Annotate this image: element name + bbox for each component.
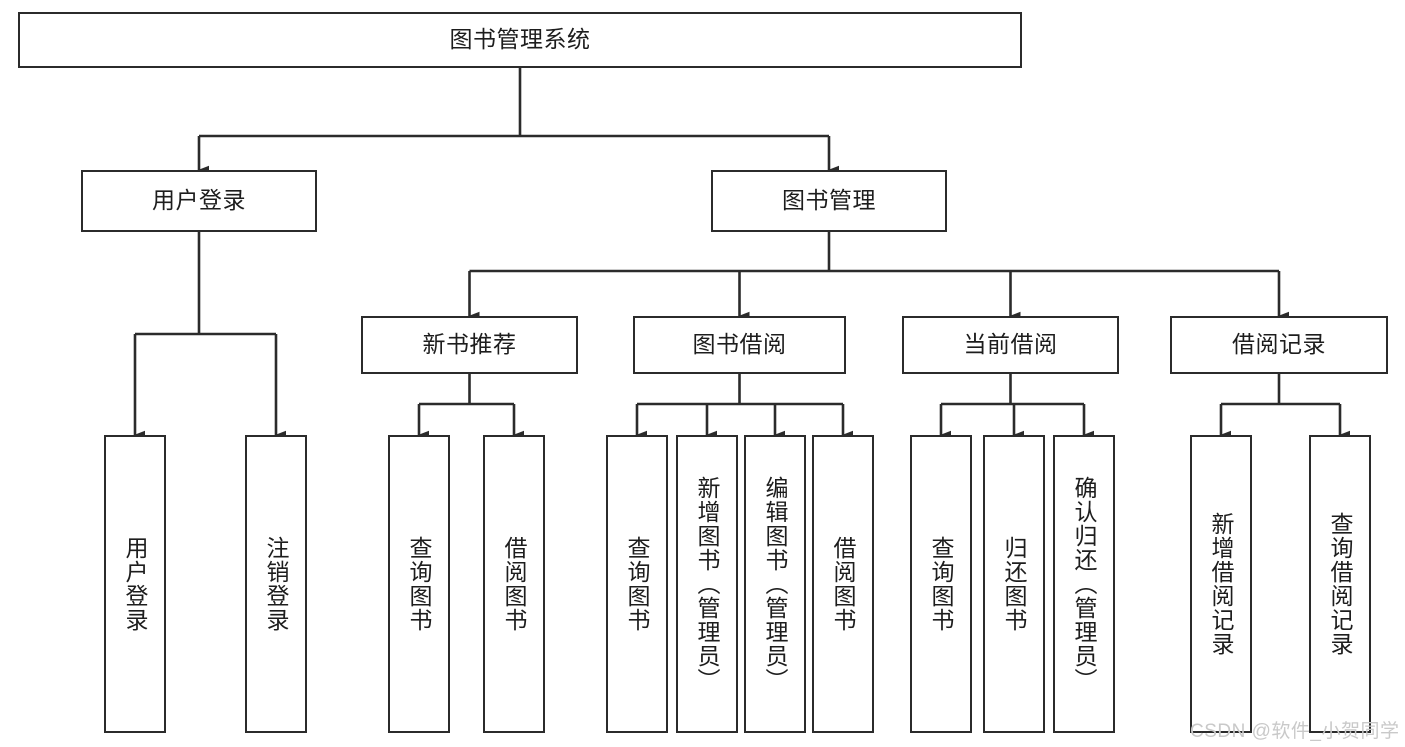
- node-leaf-edit-book[interactable]: 编辑图书（管理员）: [744, 435, 806, 733]
- node-label-book-manage: 图书管理: [782, 187, 876, 214]
- node-label-user-login: 用户登录: [152, 187, 246, 214]
- node-label-leaf-query-record: 查询借阅记录: [1327, 512, 1354, 656]
- node-user-login[interactable]: 用户登录: [81, 170, 317, 232]
- node-leaf-confirm-return[interactable]: 确认归还（管理员）: [1053, 435, 1115, 733]
- node-borrow-record[interactable]: 借阅记录: [1170, 316, 1388, 374]
- node-label-new-book-rec: 新书推荐: [422, 331, 517, 358]
- node-label-book-borrow: 图书借阅: [692, 331, 787, 358]
- node-root[interactable]: 图书管理系统: [18, 12, 1022, 68]
- node-label-leaf-query-book-1: 查询图书: [406, 536, 433, 632]
- node-leaf-borrow-book-2[interactable]: 借阅图书: [812, 435, 874, 733]
- node-leaf-query-book-2[interactable]: 查询图书: [606, 435, 668, 733]
- node-leaf-user-logout[interactable]: 注销登录: [245, 435, 307, 733]
- node-book-manage[interactable]: 图书管理: [711, 170, 947, 232]
- node-leaf-borrow-book-1[interactable]: 借阅图书: [483, 435, 545, 733]
- node-label-leaf-query-book-3: 查询图书: [928, 536, 955, 632]
- node-label-leaf-user-logout: 注销登录: [263, 536, 290, 632]
- node-leaf-add-record[interactable]: 新增借阅记录: [1190, 435, 1252, 733]
- node-label-leaf-add-record: 新增借阅记录: [1208, 512, 1235, 656]
- node-leaf-user-login[interactable]: 用户登录: [104, 435, 166, 733]
- node-label-leaf-borrow-book-2: 借阅图书: [830, 536, 857, 632]
- node-label-borrow-record: 借阅记录: [1232, 331, 1326, 358]
- node-label-leaf-query-book-2: 查询图书: [624, 536, 651, 632]
- node-leaf-add-book[interactable]: 新增图书（管理员）: [676, 435, 738, 733]
- node-label-leaf-confirm-return: 确认归还（管理员）: [1071, 476, 1098, 692]
- node-label-leaf-user-login: 用户登录: [122, 536, 149, 632]
- node-leaf-query-book-1[interactable]: 查询图书: [388, 435, 450, 733]
- node-current-borrow[interactable]: 当前借阅: [902, 316, 1119, 374]
- node-label-leaf-add-book: 新增图书（管理员）: [694, 476, 721, 692]
- node-leaf-query-record[interactable]: 查询借阅记录: [1309, 435, 1371, 733]
- node-leaf-query-book-3[interactable]: 查询图书: [910, 435, 972, 733]
- node-label-root: 图书管理系统: [449, 26, 591, 53]
- node-label-leaf-edit-book: 编辑图书（管理员）: [762, 476, 789, 692]
- node-book-borrow[interactable]: 图书借阅: [633, 316, 846, 374]
- node-label-current-borrow: 当前借阅: [963, 331, 1058, 358]
- node-leaf-return-book[interactable]: 归还图书: [983, 435, 1045, 733]
- node-label-leaf-return-book: 归还图书: [1001, 536, 1028, 632]
- connector-group: [133, 68, 1350, 440]
- node-label-leaf-borrow-book-1: 借阅图书: [501, 536, 528, 632]
- node-new-book-rec[interactable]: 新书推荐: [361, 316, 578, 374]
